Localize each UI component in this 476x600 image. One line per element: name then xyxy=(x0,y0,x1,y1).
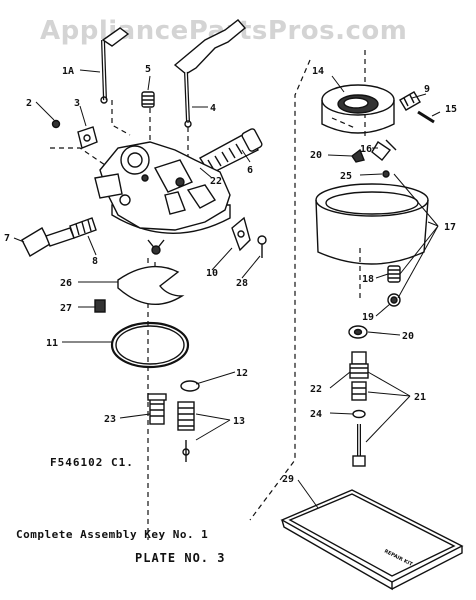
callout-10: 10 xyxy=(206,268,218,279)
callout-20-lower: 20 xyxy=(402,331,414,342)
part-19-gasket xyxy=(387,293,401,307)
part-17-bowl xyxy=(315,183,429,265)
part-10-bracket xyxy=(231,216,251,252)
part-23-jet xyxy=(147,393,167,425)
callout-23: 23 xyxy=(104,414,116,425)
callout-28: 28 xyxy=(236,278,248,289)
callout-3: 3 xyxy=(74,98,80,109)
part-12-washer xyxy=(180,380,200,392)
callout-15: 15 xyxy=(445,104,457,115)
callout-19: 19 xyxy=(362,312,374,323)
callout-27: 27 xyxy=(60,303,72,314)
part-14-bowl-top xyxy=(321,84,395,134)
callout-8: 8 xyxy=(92,256,98,267)
callout-29: 29 xyxy=(282,474,294,485)
part-20-washer-lower xyxy=(348,325,368,339)
callout-9: 9 xyxy=(424,84,430,95)
callout-11: 11 xyxy=(46,338,58,349)
assembly-key-caption: Complete Assembly Key No. 1 xyxy=(16,528,209,541)
callout-13: 13 xyxy=(233,416,245,427)
callout-labels: 1A 5 2 3 4 6 22 7 8 10 28 26 27 11 12 23… xyxy=(4,64,457,485)
part-25-needle xyxy=(382,170,390,178)
part-28-screw xyxy=(257,235,267,258)
part-11-oring xyxy=(110,321,190,369)
diagram-code: F546102 C1. xyxy=(50,456,134,469)
part-15-pin xyxy=(417,110,435,124)
lower-right-stack xyxy=(349,351,369,467)
carburetor-body xyxy=(94,141,231,255)
callout-25: 25 xyxy=(340,171,352,182)
part-9-spring xyxy=(399,91,421,111)
part-5-spring xyxy=(141,91,155,108)
callout-14: 14 xyxy=(312,66,324,77)
callout-12: 12 xyxy=(236,368,248,379)
callout-6: 6 xyxy=(247,165,253,176)
part-26-gasket xyxy=(117,265,185,305)
part-6-screw xyxy=(199,128,263,175)
callout-1a: 1A xyxy=(62,66,74,77)
part-8-spring xyxy=(69,217,97,239)
callout-20-upper: 20 xyxy=(310,150,322,161)
part-29-repair-kit xyxy=(280,489,464,591)
part-27-screw xyxy=(94,299,106,313)
part-7-screw xyxy=(21,227,75,257)
callout-22-right: 22 xyxy=(310,384,322,395)
part-18-spring xyxy=(387,265,401,283)
callout-4: 4 xyxy=(210,103,216,114)
part-20-clip-upper xyxy=(351,148,365,163)
plate-number: PLATE NO. 3 xyxy=(135,551,226,565)
callout-24: 24 xyxy=(310,409,322,420)
callout-21: 21 xyxy=(414,392,426,403)
callout-16: 16 xyxy=(360,144,372,155)
part-2-screw xyxy=(51,119,61,129)
callout-26: 26 xyxy=(60,278,72,289)
part-1a-shaft xyxy=(100,27,130,104)
callout-5: 5 xyxy=(145,64,151,75)
part-3-plate xyxy=(77,126,98,149)
part-13-valve xyxy=(177,401,195,462)
callout-18: 18 xyxy=(362,274,374,285)
callout-22-left: 22 xyxy=(210,176,222,187)
callout-2: 2 xyxy=(26,98,32,109)
part-16-clip xyxy=(371,139,397,161)
leader-lines xyxy=(13,69,441,509)
callout-17: 17 xyxy=(444,222,456,233)
callout-7: 7 xyxy=(4,233,10,244)
part-4-lever xyxy=(173,19,247,128)
